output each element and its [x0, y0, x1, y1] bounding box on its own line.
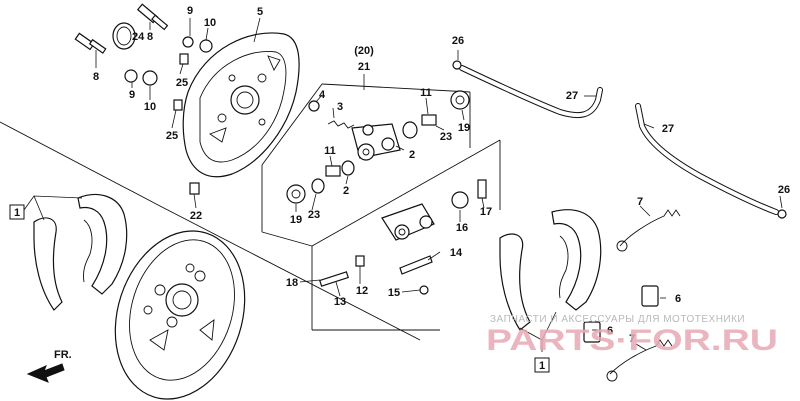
brake-shoe-left [33, 193, 128, 311]
callout-22: 22 [190, 210, 202, 222]
callout-16: 16 [456, 222, 468, 234]
watermark-logo: PARTS·FOR.RU [486, 324, 778, 357]
wheel-cylinder-lower [381, 203, 435, 241]
callout-25a: 25 [176, 77, 188, 89]
callout-25b: 25 [166, 130, 178, 142]
callout-7b: 7 [629, 333, 635, 345]
callout-26b: 26 [778, 184, 790, 196]
callout-11b: 11 [324, 145, 336, 157]
callout-24: 24 [132, 31, 145, 43]
callout-8b: 8 [93, 71, 99, 83]
callout-box-1a [9, 204, 25, 220]
callout-14: 14 [450, 247, 463, 259]
assembly-outline [0, 83, 501, 341]
callout-23b: 23 [308, 209, 320, 221]
wheel-hub [114, 230, 246, 400]
callout-labels: 1 1 2 2 3 4 5 6 6 7 7 8 8 9 9 10 10 11 1… [9, 5, 790, 373]
callout-11a: 11 [420, 87, 432, 99]
callout-13: 13 [334, 296, 346, 308]
callout-6a: 6 [675, 293, 681, 305]
callout-27b: 27 [662, 123, 674, 135]
front-direction-indicator: FR. [26, 349, 72, 383]
callout-6b: 6 [607, 325, 613, 337]
callout-9b: 9 [129, 89, 135, 101]
callout-10b: 10 [144, 101, 156, 113]
leader-lines [23, 17, 783, 352]
callout-23a: 23 [440, 131, 452, 143]
callout-26a: 26 [452, 35, 464, 47]
callout-8a: 8 [147, 31, 153, 43]
callout-21: 21 [358, 61, 370, 73]
shoe-clips [583, 285, 659, 343]
callout-19a: 19 [458, 122, 470, 134]
callout-1b: 1 [539, 360, 545, 372]
callout-9a: 9 [187, 5, 193, 17]
callout-19b: 19 [290, 214, 302, 226]
return-springs [606, 209, 681, 382]
brake-shoe-right [499, 209, 602, 331]
callout-2b: 2 [343, 185, 349, 197]
callout-4: 4 [319, 89, 326, 101]
callout-15: 15 [388, 287, 400, 299]
callout-2a: 2 [409, 149, 415, 161]
callout-10a: 10 [204, 17, 216, 29]
callout-box-1b [534, 357, 550, 373]
callout-1a: 1 [14, 207, 20, 219]
callout-17: 17 [480, 206, 492, 218]
small-parts [74, 3, 487, 295]
callout-18: 18 [286, 277, 298, 289]
callout-5: 5 [257, 6, 263, 18]
watermark-caption: ЗАПЧАСТИ И АКСЕССУАРЫ ДЛЯ МОТОТЕХНИКИ [490, 314, 745, 325]
brake-panel [182, 32, 300, 178]
callout-12: 12 [356, 285, 368, 297]
callout-7a: 7 [637, 196, 643, 208]
front-arrow-icon [26, 363, 65, 383]
front-label: FR. [54, 349, 72, 361]
watermark: ЗАПЧАСТИ И АКСЕССУАРЫ ДЛЯ МОТОТЕХНИКИ PA… [486, 314, 778, 357]
callout-3: 3 [337, 101, 343, 113]
breather-hoses [452, 60, 787, 219]
callout-27a: 27 [566, 90, 578, 102]
wheel-cylinder-upper [351, 123, 401, 161]
callout-20: (20) [354, 45, 374, 57]
